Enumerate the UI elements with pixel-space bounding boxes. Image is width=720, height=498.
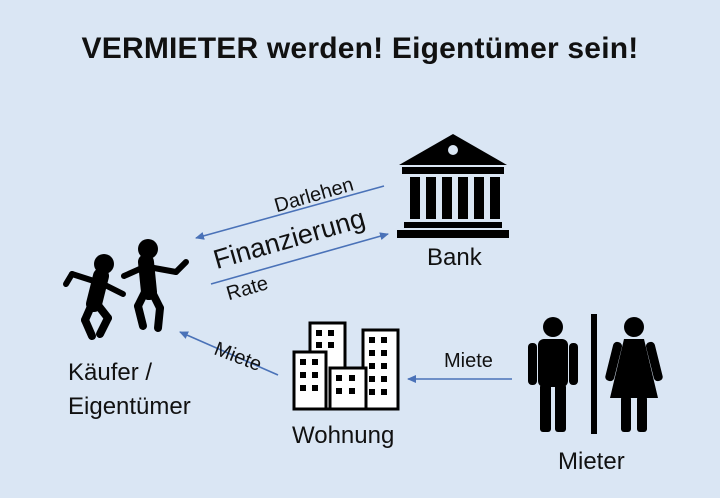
kaeufer-label-line2: Eigentümer [68,393,191,420]
dancing-people-icon [63,239,189,340]
restroom-people-icon [528,314,663,434]
arrow-darlehen [195,185,385,240]
page-title: VERMIETER werden! Eigentümer sein! [81,32,639,65]
arrow-rate [210,232,389,285]
arrow-miete-to-kaeufer [179,331,279,376]
apartment-buildings-icon [292,321,400,411]
bank-icon [397,134,509,238]
bank-label: Bank [427,244,482,271]
kaeufer-label-line1: Käufer / [68,359,153,386]
kaeufer-label: Käufer / Eigentümer [68,356,191,424]
wohnung-label: Wohnung [292,422,395,449]
mieter-label: Mieter [558,448,625,475]
miete-label-wohnung: Miete [444,350,493,372]
